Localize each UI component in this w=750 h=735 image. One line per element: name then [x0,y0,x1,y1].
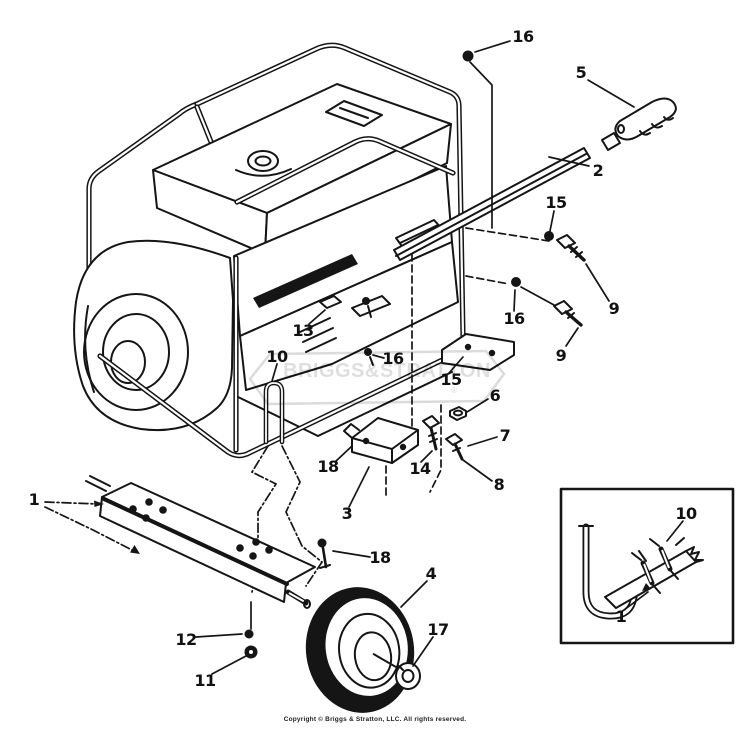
hub-washer [395,662,421,690]
inset-box [559,487,735,645]
mounting-bracket [343,406,467,499]
axle-pin [317,538,331,569]
wheel [305,587,415,713]
callout-13: 13 [292,321,314,340]
callout-4: 4 [425,564,437,583]
callout-5: 5 [575,63,587,82]
callout-7: 7 [499,426,511,445]
callout-8: 8 [493,475,505,494]
side-bolts [462,50,586,327]
callout-18: 18 [317,457,339,476]
callout-18: 18 [369,548,391,567]
callout-2: 2 [592,161,604,180]
washer-12 [244,629,254,639]
callout-1: 1 [28,490,40,509]
copyright-line: Copyright © Briggs & Stratton, LLC. All … [283,716,467,723]
cable-tie [649,537,685,580]
callout-6: 6 [489,386,501,405]
axle-bracket [85,475,316,659]
callout-11: 11 [194,671,216,690]
callout-16: 16 [512,27,534,46]
handle-grip [614,97,677,141]
cable-tie [631,550,661,594]
callout-15: 15 [440,370,462,389]
engine-assembly [152,83,459,437]
callout-12: 12 [175,630,197,649]
callout-14: 14 [409,459,431,478]
callout-10: 10 [675,504,697,523]
callout-17: 17 [427,620,449,639]
callout-10: 10 [266,347,288,366]
callout-9: 9 [608,299,620,318]
leader-lines [44,40,635,675]
callout-9: 9 [555,346,567,365]
callout-1: 1 [615,607,627,626]
alternator-housing [73,239,234,432]
callout-3: 3 [341,504,353,523]
callout-15: 15 [545,193,567,212]
watermark-registered-icon: ® [451,386,457,395]
callout-16: 16 [503,309,525,328]
callout-16: 16 [382,349,404,368]
watermark: BRIGGS&STRATTON [283,360,491,382]
watermark-emblem [248,349,506,406]
